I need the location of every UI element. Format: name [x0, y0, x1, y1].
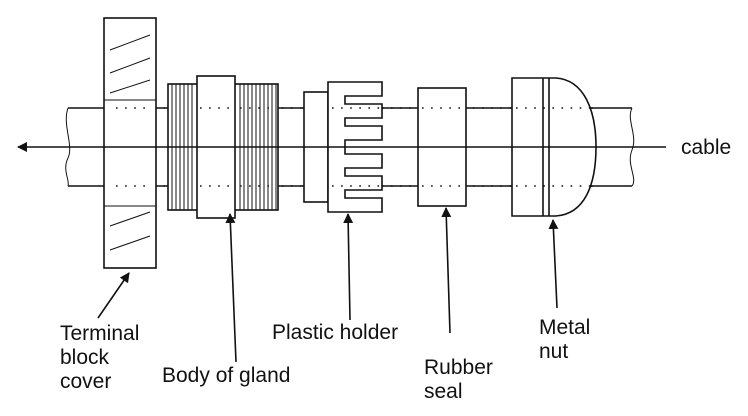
label-rubber-line-1: Rubber: [424, 356, 493, 379]
label-cable: cable: [681, 136, 732, 159]
label-rubber-seal: Rubber seal: [424, 356, 493, 404]
terminal-block-cover: [103, 17, 157, 269]
label-metal-line-2: nut: [539, 340, 569, 363]
label-terminal-line-1: Terminal: [60, 322, 140, 345]
label-terminal-block-cover: Terminal block cover: [60, 322, 139, 394]
label-metal-line-1: Metal: [539, 316, 591, 339]
gland-body-pointer-arrow: [225, 213, 237, 363]
label-body-of-gland: Body of gland: [162, 364, 291, 387]
label-metal-nut: Metal nut: [539, 316, 590, 364]
label-terminal-line-2: block: [60, 346, 110, 369]
metal-nut-pointer-arrow: [548, 219, 559, 309]
label-terminal-line-3: cover: [60, 370, 112, 393]
rubber-seal-pointer-arrow: [441, 207, 452, 334]
plastic-holder-pointer-arrow: [343, 213, 354, 321]
label-plastic-holder: Plastic holder: [272, 321, 399, 344]
label-rubber-line-2: seal: [424, 380, 463, 403]
terminal-cover-pointer-arrow: [97, 272, 130, 319]
